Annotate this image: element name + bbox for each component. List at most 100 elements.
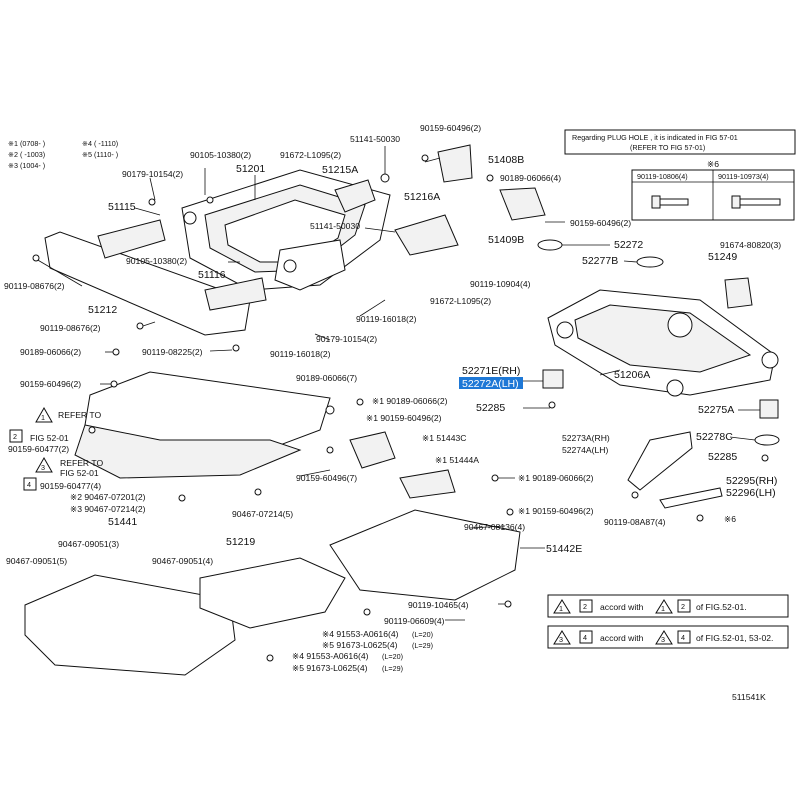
label-51201: 51201 [236, 163, 265, 175]
label-51116: 51116 [198, 269, 226, 281]
svg-text:4: 4 [27, 480, 31, 489]
label-90119-16018-a: 90119-16018(2) [356, 314, 417, 324]
bolt-short-icon [651, 195, 689, 209]
label-x1-90189-06066: ※1 90189-06066(2) [372, 396, 448, 406]
stopper-52278c [754, 434, 780, 446]
label-52285-a: 52285 [476, 402, 505, 414]
bolt-long-icon [731, 195, 781, 209]
svg-text:3: 3 [559, 635, 563, 644]
label-90467-09051-3: 90467-09051(3) [58, 539, 119, 549]
label-x4-91553-a0616-a: ※4 91553-A0616(4) [322, 629, 399, 639]
accord-note-1: 1 2 accord with 1 2 of FIG.52-01. [547, 594, 789, 618]
cushion-52272a [542, 369, 564, 389]
leader-lines [35, 146, 760, 621]
svg-text:4: 4 [583, 633, 587, 642]
accord-note-1-text: accord with [600, 602, 644, 612]
bracket-51215a [334, 179, 376, 213]
label-90159-60477-2: 90159-60477(2) [8, 444, 69, 454]
fastener-glyphs [32, 154, 769, 662]
label-51206a: 51206A [614, 369, 650, 381]
front-lower-rail-51212 [44, 231, 251, 336]
stopper-52277b [636, 256, 664, 268]
label-x2-90467-07201: ※2 90467-07201(2) [70, 492, 146, 502]
label-90189-06066-7: 90189-06066(7) [296, 373, 357, 383]
bolt-table-col1: 90119-10806(4) [637, 172, 688, 181]
svg-text:3: 3 [41, 463, 45, 472]
label-52272a[interactable]: 52272A(LH) [462, 378, 519, 390]
label-51441: 51441 [108, 516, 137, 528]
label-90179-10154-low: 90179-10154(2) [316, 334, 377, 344]
legend-note-3: ※3 (1004- ) [8, 161, 45, 170]
label-x1-90189-06066-b: ※1 90189-06066(2) [518, 473, 594, 483]
label-52295: 52295(RH) [726, 475, 777, 487]
plug-hole-note: Regarding PLUG HOLE , it is indicated in… [564, 129, 796, 155]
under-cover-51441 [24, 574, 236, 676]
selected-part-highlight[interactable]: 52272A(LH) [459, 377, 523, 390]
effective-date-legend: ※1 (0708- ) ※2 ( -1003) ※3 (1004- ) ※4 (… [8, 139, 118, 170]
label-51141-50030-mid: 51141-50030 [310, 221, 360, 231]
label-90159-60496-right: 90159-60496(2) [570, 218, 631, 228]
label-90119-10904: 90119-10904(4) [470, 279, 531, 289]
svg-text:1: 1 [661, 604, 665, 613]
label-x1-90159-60496-b: ※1 90159-60496(2) [518, 506, 594, 516]
label-52272: 52272 [614, 239, 643, 251]
callout-labels: 51141-50030 90159-60496(2) 51408B 90189-… [4, 123, 781, 702]
label-90159-60477-4: 90159-60477(4) [40, 481, 101, 491]
label-90467-07214-5: 90467-07214(5) [232, 509, 293, 519]
label-x1-51444a: ※1 51444A [435, 455, 479, 465]
accord-note-1-fig: of FIG.52-01. [696, 602, 747, 612]
label-refer2-line1: REFER TO [60, 458, 103, 468]
refer-mark-2: 3 4 [23, 456, 53, 491]
label-51249: 51249 [708, 251, 737, 263]
label-51409b: 51409B [488, 234, 524, 246]
label-x1-90159-60496: ※1 90159-60496(2) [366, 413, 442, 423]
label-51408b: 51408B [488, 154, 524, 166]
label-90189-06066-4-top: 90189-06066(4) [500, 173, 561, 183]
label-52277b: 52277B [582, 255, 618, 267]
label-51215a: 51215A [322, 164, 358, 176]
cushion-52275a [759, 399, 779, 419]
label-52275a: 52275A [698, 404, 734, 416]
label-90119-08676-left: 90119-08676(2) [4, 281, 65, 291]
bracket-51249 [724, 277, 753, 309]
front-suspension-crossmember [181, 169, 391, 291]
legend-note-4: ※4 ( -1110) [82, 139, 118, 148]
label-x4-91553-a0616-b: ※4 91553-A0616(4) [292, 651, 369, 661]
svg-text:2: 2 [681, 602, 685, 611]
figure-id: 511541K [732, 692, 766, 702]
washer-52272 [537, 239, 563, 251]
svg-text:2: 2 [13, 432, 17, 441]
label-91672-l1095-top: 91672-L1095(2) [280, 150, 341, 160]
bolt-variant-table: ※6 90119-10806(4) 90119-10973(4) [631, 159, 795, 221]
label-90159-60496-top: 90159-60496(2) [420, 123, 481, 133]
cover-51444a [399, 469, 456, 499]
label-x1-51443c: ※1 51443C [422, 433, 466, 443]
label-52271e: 52271E(RH) [462, 365, 520, 377]
label-52273a: 52273A(RH) [562, 433, 610, 443]
label-90105-10380-top: 90105-10380(2) [190, 150, 251, 160]
label-51216a: 51216A [404, 191, 440, 203]
label-l20-a: (L=20) [412, 630, 433, 639]
label-x3-90467-07214: ※3 90467-07214(2) [70, 504, 146, 514]
under-cover-51219 [199, 557, 346, 629]
brace-52295 [659, 487, 723, 509]
under-cover-51442e [329, 509, 521, 601]
accord-note-2-text: accord with [600, 633, 644, 643]
label-90119-08a87: 90119-08A87(4) [604, 517, 666, 527]
svg-text:2: 2 [583, 602, 587, 611]
label-51212: 51212 [88, 304, 117, 316]
svg-text:3: 3 [661, 635, 665, 644]
label-x5-91673-l0625-b: ※5 91673-L0625(4) [292, 663, 368, 673]
label-91674-80820: 91674-80820(3) [720, 240, 781, 250]
rail-51116 [204, 277, 267, 311]
label-51141-50030-top: 51141-50030 [350, 134, 400, 144]
legend-note-5: ※5 (1110- ) [82, 150, 118, 159]
plug-hole-line1: Regarding PLUG HOLE , it is indicated in… [572, 133, 738, 142]
label-l29-b: (L=29) [382, 664, 403, 673]
label-l29-a: (L=29) [412, 641, 433, 650]
rear-suspension-member [547, 289, 779, 397]
label-90467-09051-5: 90467-09051(5) [6, 556, 67, 566]
label-l20-b: (L=20) [382, 652, 403, 661]
accord-note-2: 3 4 accord with 3 4 of FIG.52-01, 53-02. [547, 625, 789, 649]
bracket-51408b [437, 144, 473, 183]
